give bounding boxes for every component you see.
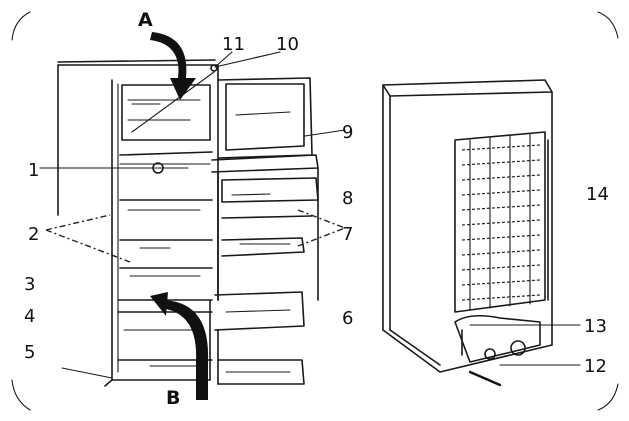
fridge-front-view — [57, 59, 319, 387]
label-12: 12 — [584, 356, 607, 377]
airflow-arrow-b — [150, 292, 209, 400]
label-3: 3 — [24, 274, 35, 295]
label-4: 4 — [24, 306, 35, 327]
label-a: A — [138, 9, 153, 31]
label-13: 13 — [584, 316, 607, 337]
fridge-rear-view — [382, 79, 553, 387]
leader-lines-left — [39, 51, 346, 379]
label-1: 1 — [28, 160, 39, 181]
airflow-arrow-a — [150, 32, 196, 100]
frame-corners — [11, 11, 619, 411]
label-8: 8 — [342, 188, 353, 209]
label-7: 7 — [342, 224, 353, 245]
label-14: 14 — [586, 184, 609, 205]
label-b: B — [166, 387, 180, 409]
label-10: 10 — [276, 34, 299, 55]
label-11: 11 — [222, 34, 245, 55]
label-9: 9 — [342, 122, 353, 143]
label-5: 5 — [24, 342, 35, 363]
leader-lines-right — [469, 324, 581, 366]
label-6: 6 — [342, 308, 353, 329]
label-2: 2 — [28, 224, 39, 245]
